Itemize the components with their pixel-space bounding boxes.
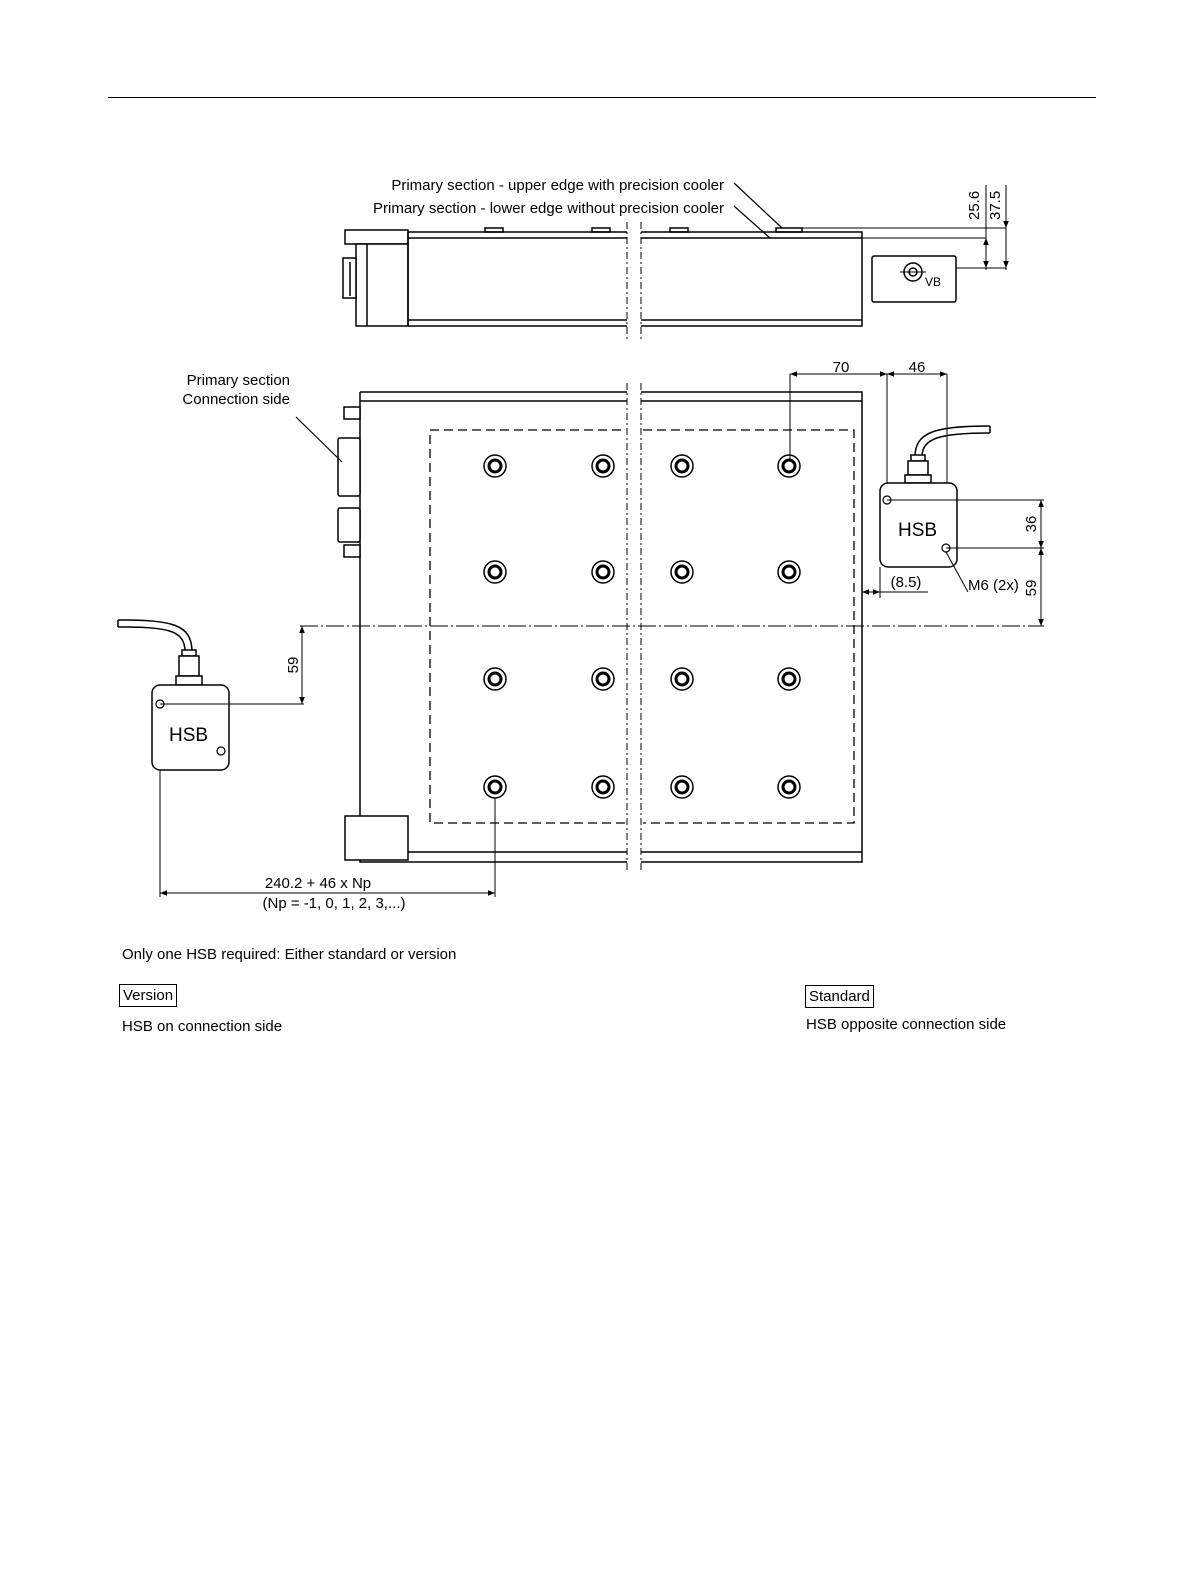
hole — [670, 775, 694, 799]
dim-8-5: (8.5) — [891, 574, 922, 591]
hole — [591, 667, 615, 691]
label-lower-edge: Primary section - lower edge without pre… — [373, 200, 724, 217]
hole — [670, 560, 694, 584]
hole — [483, 560, 507, 584]
header-rule — [108, 97, 1096, 98]
hsb-standard — [789, 374, 1044, 593]
label-upper-edge: Primary section - upper edge with precis… — [391, 177, 724, 194]
hole — [591, 454, 615, 478]
hole — [483, 454, 507, 478]
hole — [670, 454, 694, 478]
hsb-standard-label: HSB — [898, 520, 937, 541]
label-connection-side: Connection side — [182, 391, 290, 408]
side-view-dims — [983, 221, 1009, 268]
label-primary-section: Primary section — [187, 372, 290, 389]
side-view — [342, 182, 1007, 342]
mounting-holes — [483, 454, 801, 799]
dim-25-6: 25.6 — [966, 191, 983, 220]
dim-36: 36 — [1023, 516, 1040, 533]
hole — [483, 667, 507, 691]
dim-37-5: 37.5 — [987, 191, 1004, 220]
hole — [777, 775, 801, 799]
top-view — [295, 383, 1044, 872]
hole — [591, 775, 615, 799]
standard-description: HSB opposite connection side — [806, 1016, 1007, 1033]
dim-46: 46 — [909, 359, 926, 376]
hsb-version — [117, 619, 496, 897]
hsb-version-dims — [160, 626, 495, 896]
dim-70: 70 — [833, 359, 850, 376]
standard-label-box: Standard — [805, 985, 874, 1008]
note-only-one-hsb: Only one HSB required: Either standard o… — [122, 946, 457, 963]
hsb-version-label: HSB — [169, 725, 208, 746]
version-label-box: Version — [119, 984, 178, 1007]
dim-59-left: 59 — [285, 657, 302, 674]
hole — [777, 667, 801, 691]
label-m6-thread: M6 (2x) — [968, 577, 1019, 594]
hole — [777, 454, 801, 478]
hsb-standard-dims — [790, 371, 1044, 626]
hole — [670, 667, 694, 691]
formula-line2: (Np = -1, 0, 1, 2, 3,...) — [263, 895, 406, 912]
label-vb: VB — [925, 275, 941, 289]
hole — [777, 560, 801, 584]
hole — [591, 560, 615, 584]
dim-59-right: 59 — [1023, 580, 1040, 597]
formula-line1: 240.2 + 46 x Np — [265, 875, 371, 892]
version-description: HSB on connection side — [122, 1018, 283, 1035]
hole — [483, 775, 507, 799]
